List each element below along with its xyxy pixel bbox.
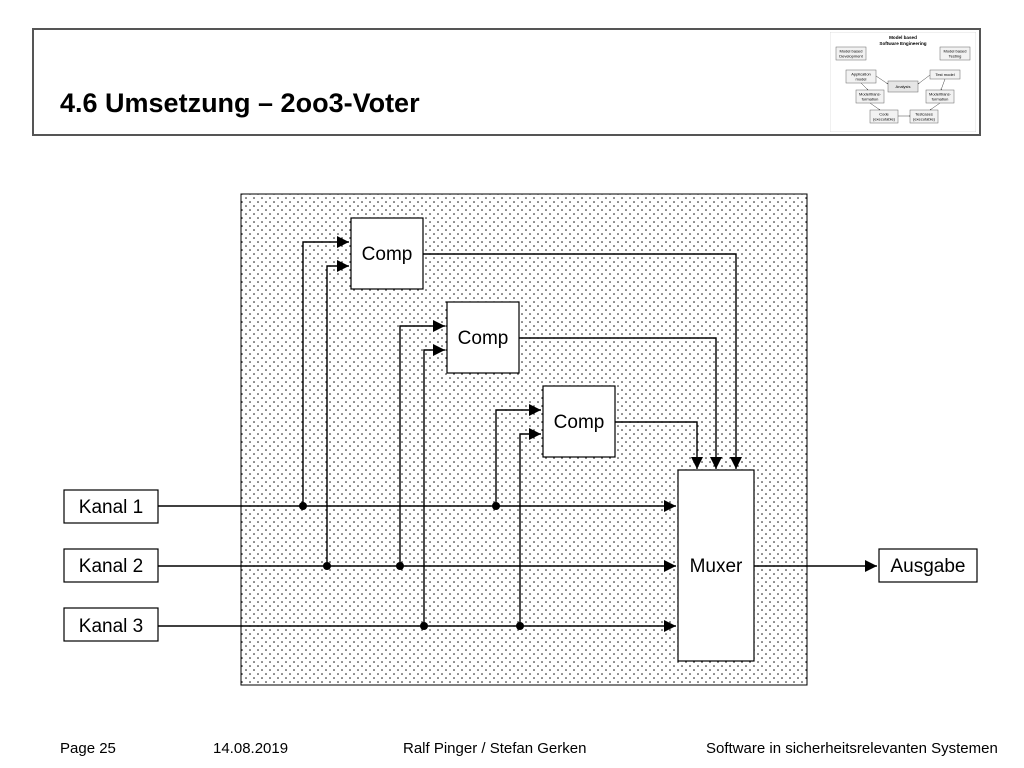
- thumb-mt-right-2: formation: [932, 97, 949, 102]
- comp1-input-a: [302, 236, 349, 506]
- footer-authors: Ralf Pinger / Stefan Gerken: [403, 740, 587, 757]
- comp-label-1: Comp: [362, 244, 413, 265]
- kanal-3-label: Kanal 3: [79, 616, 143, 637]
- footer-page: Page 25: [60, 740, 116, 757]
- thumb-test-2: Testing: [949, 54, 962, 59]
- thumb-analysis: Analysis: [896, 84, 911, 89]
- thumb-node-code: Code (executable): [869, 109, 899, 124]
- thumb-code-1: Code: [879, 112, 889, 117]
- header-frame: [32, 28, 981, 136]
- comp-block-1: Comp: [350, 217, 424, 290]
- comp-label-3: Comp: [554, 412, 605, 433]
- comp3-output: [615, 421, 703, 469]
- junctions: [299, 502, 524, 630]
- comp3-input-b: [519, 428, 541, 626]
- comp1-output: [423, 253, 742, 469]
- comp3-input-a: [495, 404, 541, 506]
- thumb-heading-1: Model based: [889, 35, 917, 40]
- thumb-connectors: [860, 74, 946, 117]
- muxer-block: Muxer: [677, 469, 755, 662]
- kanal-1-label: Kanal 1: [79, 497, 143, 518]
- thumb-testmodel: Test model: [935, 72, 954, 77]
- junction-dot: [516, 622, 524, 630]
- signal-lines: [158, 236, 877, 632]
- thumb-dev-1: Model based: [840, 49, 863, 54]
- thumb-node-analysis: Analysis: [887, 80, 919, 93]
- comp-block-3: Comp: [542, 385, 616, 458]
- footer-course: Software in sicherheitsrelevanten System…: [706, 740, 998, 757]
- mbse-thumbnail: Model based Software Engineering Model b…: [830, 32, 976, 132]
- thumb-testcases-1: Testcases: [915, 112, 933, 117]
- thumb-testcases-2: (executable): [913, 117, 936, 122]
- comp2-input-b: [423, 344, 445, 626]
- thumb-app-2: model: [856, 77, 867, 82]
- thumb-mt-left-1: Modelltrans-: [859, 92, 882, 97]
- thumb-node-development: Model based Development: [835, 46, 867, 61]
- junction-dot: [323, 562, 331, 570]
- comp-block-2: Comp: [446, 301, 520, 374]
- ausgabe-block: Ausgabe: [878, 548, 978, 583]
- slide-title: 4.6 Umsetzung – 2oo3-Voter: [60, 88, 420, 118]
- footer-date: 14.08.2019: [213, 740, 289, 757]
- thumb-test-1: Model based: [944, 49, 967, 54]
- comp2-input-a: [399, 320, 445, 566]
- thumb-mt-left-2: formation: [862, 97, 879, 102]
- thumb-heading-2: Software Engineering: [879, 41, 926, 46]
- junction-dot: [420, 622, 428, 630]
- kanal-3-block: Kanal 3: [63, 607, 159, 642]
- junction-dot: [396, 562, 404, 570]
- kanal-1-block: Kanal 1: [63, 489, 159, 524]
- junction-dot: [492, 502, 500, 510]
- thumb-mt-right-1: Modelltrans-: [929, 92, 952, 97]
- thumb-app-1: Application: [851, 72, 871, 77]
- muxer-label: Muxer: [690, 556, 743, 577]
- comp2-output: [519, 337, 722, 469]
- ausgabe-label: Ausgabe: [890, 556, 965, 577]
- kanal-2-block: Kanal 2: [63, 548, 159, 583]
- comp1-input-b: [326, 260, 349, 566]
- thumb-node-testing: Model based Testing: [939, 46, 971, 61]
- comp-label-2: Comp: [458, 328, 509, 349]
- thumb-dev-2: Development: [839, 54, 863, 59]
- kanal-2-label: Kanal 2: [79, 556, 143, 577]
- junction-dot: [299, 502, 307, 510]
- thumb-code-2: (executable): [873, 117, 896, 122]
